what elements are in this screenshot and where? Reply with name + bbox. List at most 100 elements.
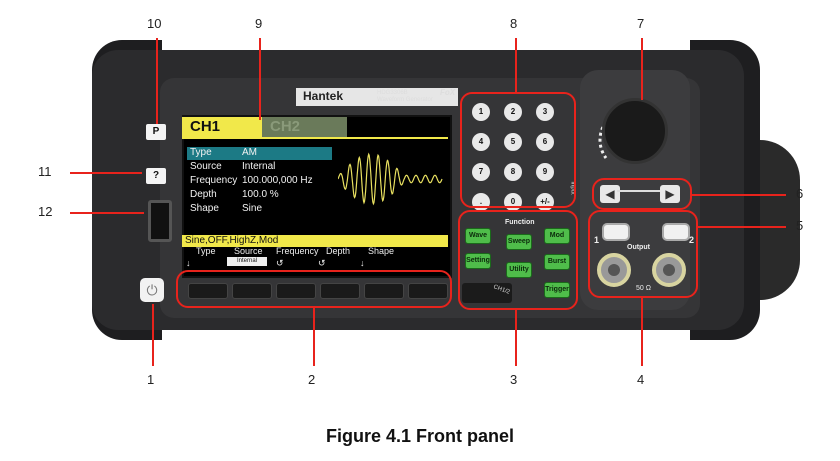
key-8[interactable]: 8 bbox=[504, 163, 522, 181]
softkey-label: Depth bbox=[326, 246, 351, 256]
param-value: AM bbox=[242, 147, 257, 158]
model-label: HDG3306B Waveform Generator bbox=[377, 90, 437, 104]
setting-key[interactable]: Setting bbox=[465, 253, 491, 269]
model-description: Waveform Generator bbox=[377, 97, 433, 103]
bnc-center bbox=[663, 264, 675, 276]
source-value-box: Internal bbox=[227, 257, 267, 266]
bnc-center bbox=[608, 264, 620, 276]
leader-12 bbox=[70, 212, 144, 214]
down-arrow-icon: ↓ bbox=[360, 258, 365, 268]
softkey-2[interactable] bbox=[232, 283, 272, 299]
callout-1: 1 bbox=[147, 372, 155, 387]
param-key: Type bbox=[190, 147, 212, 158]
rotate-icon: ↺ bbox=[318, 258, 326, 268]
model-number: HDG3306B bbox=[377, 90, 408, 96]
tab-ch1-label: CH1 bbox=[190, 118, 221, 135]
param-key: Source bbox=[190, 161, 222, 172]
leader-1 bbox=[152, 304, 154, 366]
figure-caption: Figure 4.1 Front panel bbox=[325, 426, 515, 446]
leader-3 bbox=[515, 310, 517, 366]
ch1-2-key[interactable] bbox=[462, 283, 512, 303]
callout-9: 9 bbox=[255, 16, 263, 31]
brand-name: Hantek bbox=[303, 89, 344, 103]
callout-11: 11 bbox=[38, 164, 52, 179]
key-4[interactable]: 4 bbox=[472, 133, 490, 151]
callout-6: 6 bbox=[796, 186, 804, 201]
arrow-bar bbox=[617, 190, 660, 198]
ch1-output-key[interactable] bbox=[602, 223, 630, 241]
callout-7: 7 bbox=[637, 16, 645, 31]
tab-ch1[interactable]: CH1 bbox=[182, 117, 262, 137]
param-key: Frequency bbox=[190, 175, 238, 186]
callout-4: 4 bbox=[637, 372, 645, 387]
tab-underline bbox=[182, 137, 448, 139]
param-list: Type AM Source Internal Frequency 100.00… bbox=[190, 147, 340, 227]
function-label: Function bbox=[505, 219, 535, 226]
leader-11 bbox=[70, 172, 142, 174]
callout-8: 8 bbox=[510, 16, 518, 31]
ch1-number: 1 bbox=[594, 235, 600, 245]
trigger-key[interactable]: Trigger bbox=[544, 282, 570, 298]
param-value: 100.0 % bbox=[242, 189, 279, 200]
power-button[interactable]: ⏻ bbox=[140, 278, 164, 302]
softkey-label: Source bbox=[234, 246, 263, 256]
impedance-label: 50 Ω bbox=[636, 285, 651, 292]
lcd-screen bbox=[182, 115, 452, 278]
param-key: Depth bbox=[190, 189, 217, 200]
param-value: Internal bbox=[242, 161, 276, 172]
down-arrow-icon: ↓ bbox=[186, 258, 191, 268]
left-arrow-button[interactable]: ◀ bbox=[600, 185, 620, 203]
usb-port bbox=[148, 200, 172, 242]
wave-key[interactable]: Wave bbox=[465, 228, 491, 244]
leader-9 bbox=[259, 38, 261, 120]
softkey-4[interactable] bbox=[320, 283, 360, 299]
key-5[interactable]: 5 bbox=[504, 133, 522, 151]
key-9[interactable]: 9 bbox=[536, 163, 554, 181]
right-arrow-button[interactable]: ▶ bbox=[660, 185, 680, 203]
softkey-label: Frequency bbox=[276, 246, 319, 256]
knob-scale bbox=[598, 121, 608, 159]
leader-2 bbox=[313, 308, 315, 366]
leader-5 bbox=[698, 226, 786, 228]
callout-2: 2 bbox=[308, 372, 316, 387]
mod-key[interactable]: Mod bbox=[544, 228, 570, 244]
sweep-key[interactable]: Sweep bbox=[506, 234, 532, 250]
key-3[interactable]: 3 bbox=[536, 103, 554, 121]
status-bar: Sine,OFF,HighZ,Mod bbox=[182, 235, 448, 247]
key-7[interactable]: 7 bbox=[472, 163, 490, 181]
softkey-5[interactable] bbox=[364, 283, 404, 299]
callout-5: 5 bbox=[796, 218, 804, 233]
ch2-number: 2 bbox=[689, 235, 695, 245]
param-value: Sine bbox=[242, 203, 263, 214]
help-key[interactable]: ? bbox=[146, 168, 166, 184]
burst-key[interactable]: Burst bbox=[544, 254, 570, 270]
fox-logo: FoX bbox=[440, 88, 456, 97]
leader-6 bbox=[692, 194, 786, 196]
ch2-output-key[interactable] bbox=[662, 223, 690, 241]
utility-key[interactable]: Utility bbox=[506, 262, 532, 278]
tab-ch2[interactable]: CH2 bbox=[262, 117, 347, 137]
p-key[interactable]: P bbox=[146, 124, 166, 140]
rotate-icon: ↺ bbox=[276, 258, 284, 268]
softkey-label: Type bbox=[196, 246, 216, 256]
param-highlight bbox=[187, 147, 332, 160]
output-label: Output bbox=[627, 244, 650, 251]
callout-box-2 bbox=[176, 270, 452, 308]
callout-10: 10 bbox=[147, 16, 162, 31]
param-value: 100.000,000 Hz bbox=[242, 175, 313, 186]
softkey-6[interactable] bbox=[408, 283, 448, 299]
softkey-label: Shape bbox=[368, 246, 395, 256]
leader-4 bbox=[641, 298, 643, 366]
callout-12: 12 bbox=[38, 204, 53, 219]
softkey-3[interactable] bbox=[276, 283, 316, 299]
callout-box-6 bbox=[592, 178, 692, 210]
softkey-1[interactable] bbox=[188, 283, 228, 299]
key-6[interactable]: 6 bbox=[536, 133, 554, 151]
callout-box-4-5 bbox=[588, 210, 698, 298]
callout-box-3 bbox=[458, 210, 578, 310]
key-2[interactable]: 2 bbox=[504, 103, 522, 121]
leader-8 bbox=[515, 38, 517, 94]
rotary-knob[interactable] bbox=[602, 98, 668, 164]
key-1[interactable]: 1 bbox=[472, 103, 490, 121]
leader-10 bbox=[156, 38, 158, 124]
